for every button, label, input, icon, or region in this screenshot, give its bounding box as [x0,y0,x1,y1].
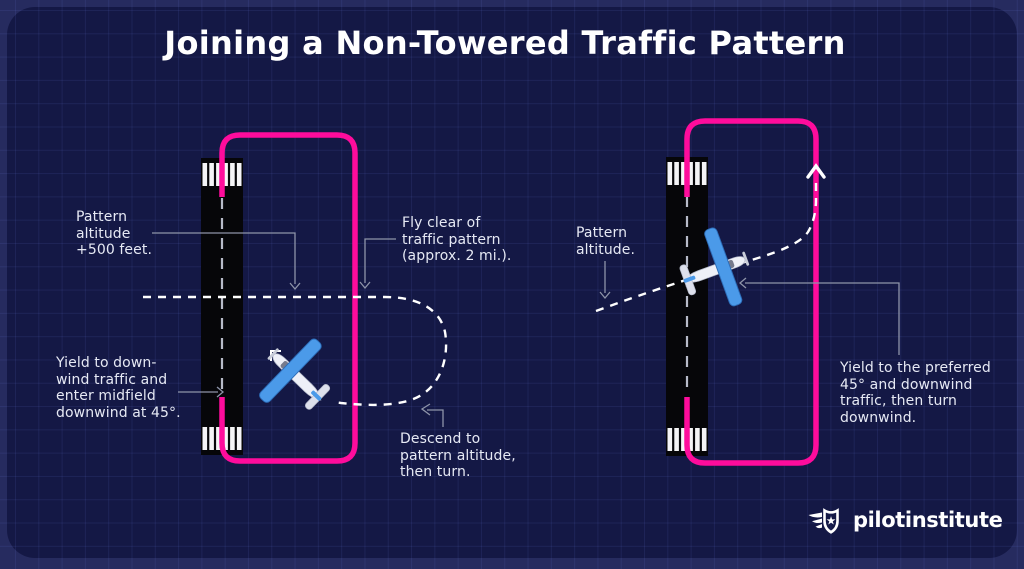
label-yield-downwind: Yield to down- wind traffic and enter mi… [56,355,181,421]
logo-text: pilotinstitute [853,508,1003,532]
winged-shield-logo-icon: ★ [808,508,839,534]
label-pattern-altitude: Pattern altitude. [576,225,636,258]
wing-bar [808,512,822,518]
label-descend: Descend to pattern altitude, then turn. [400,431,516,480]
label-fly-clear: Fly clear of traffic pattern (approx. 2 … [402,215,512,264]
star-icon: ★ [826,514,836,528]
page-title: Joining a Non-Towered Traffic Pattern [164,24,846,62]
wing-bar [812,518,822,524]
shield-outline [823,508,839,534]
label-yield-preferred: Yield to the preferred 45° and downwind … [840,360,991,426]
brand-logo: ★ pilotinstitute [806,504,1003,536]
wing-bar [815,524,822,529]
label-pattern-altitude-plus500: Pattern altitude +500 feet. [76,209,152,258]
